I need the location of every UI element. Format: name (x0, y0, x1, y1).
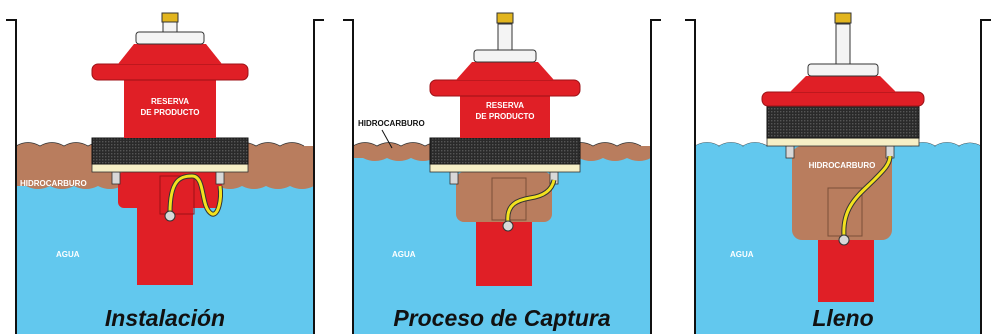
filter-mesh (766, 105, 920, 139)
top-dome (118, 44, 222, 64)
cream-band (91, 163, 249, 173)
panel-caption: Proceso de Captura (393, 305, 610, 331)
hose-fitting (164, 210, 176, 222)
panel-caption: Instalación (105, 305, 225, 331)
reserve-tank (460, 94, 550, 138)
side-valve-left (449, 171, 459, 185)
hydrocarbon-pointer (381, 129, 393, 149)
reserve-label-line1: RESERVA (486, 101, 524, 110)
reserve-tank (124, 78, 216, 138)
hose-box (159, 175, 195, 215)
top-valve (496, 12, 514, 24)
side-valve-left (785, 145, 795, 159)
cap-stem (162, 21, 178, 33)
hose-fitting (502, 220, 514, 232)
top-dome (790, 76, 896, 92)
panel-capture-process: RESERVA DE PRODUCTO HIDROCARBURO AGUA Pr… (343, 12, 661, 334)
top-flange (429, 79, 581, 97)
white-cap (135, 31, 205, 45)
panel-installation: RESERVA DE PRODUCTO HIDROCARBURO AGUA In… (6, 12, 324, 334)
tank-wall-right (980, 19, 991, 334)
panel-full: HIDROCARBURO AGUA Lleno (685, 12, 991, 334)
side-valve-right (215, 171, 225, 185)
cream-band (429, 163, 581, 173)
filter-mesh (91, 137, 249, 165)
yellow-hose-fill (842, 155, 892, 237)
top-valve (161, 12, 179, 23)
top-dome (456, 62, 554, 80)
reserve-label-line2: DE PRODUCTO (141, 108, 200, 117)
side-valve-left (111, 171, 121, 185)
lower-housing (456, 172, 552, 222)
top-flange (761, 91, 925, 107)
panel-caption: Lleno (812, 305, 873, 331)
tank-wall-left (343, 19, 354, 334)
water-label: AGUA (56, 250, 80, 259)
lower-housing (118, 172, 222, 208)
lower-housing (792, 146, 892, 240)
yellow-hose-fill (168, 174, 222, 216)
top-flange (91, 63, 249, 81)
cap-stem (497, 23, 513, 51)
white-cap (473, 49, 537, 63)
lower-tube (137, 205, 193, 285)
filter-mesh (429, 137, 581, 165)
hydrocarbon-label: HIDROCARBURO (809, 161, 876, 170)
cream-band (766, 137, 920, 147)
white-cap (807, 63, 879, 77)
reserve-label-line1: RESERVA (151, 97, 189, 106)
cap-stem (835, 23, 851, 65)
water-label: AGUA (392, 250, 416, 259)
reserve-label-line2: DE PRODUCTO (476, 112, 535, 121)
wave-crests (695, 142, 981, 146)
water-label: AGUA (730, 250, 754, 259)
tank-wall-left (6, 19, 17, 334)
tank-wall-right (650, 19, 661, 334)
hydrocarbon-label: HIDROCARBURO (20, 179, 87, 188)
hydrocarbon-label: HIDROCARBURO (358, 119, 425, 128)
tank-wall-right (313, 19, 324, 334)
yellow-hose-fill (506, 179, 556, 223)
tank-wall-left (685, 19, 696, 334)
top-valve (834, 12, 852, 24)
hose-fitting (838, 234, 850, 246)
